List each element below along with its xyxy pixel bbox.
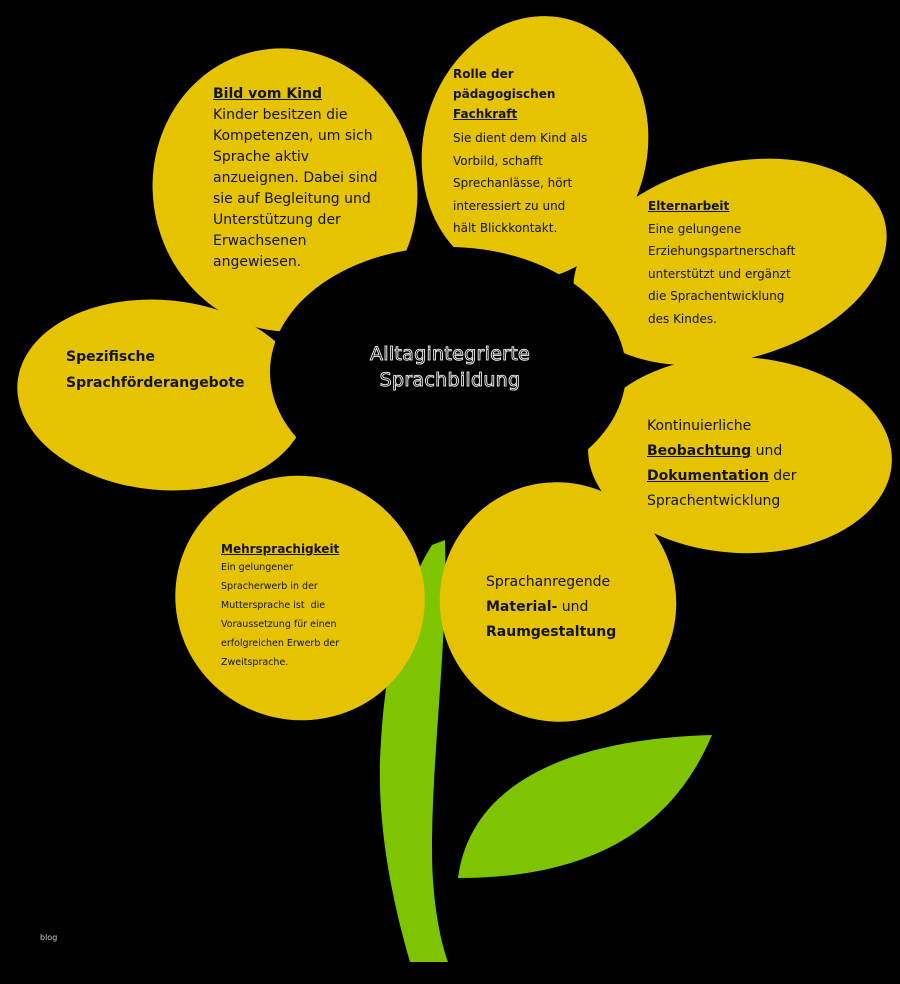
kont-beobachtung: Beobachtung — [647, 443, 752, 459]
bild-line: Kinder besitzen die — [213, 107, 348, 123]
mehr-line: Voraussetzung für einen — [221, 619, 337, 630]
mehr-line: Muttersprache ist die — [221, 600, 326, 611]
rolle-title-1: Rolle der — [453, 67, 514, 81]
bild-line: Erwachsenen — [213, 233, 307, 249]
rolle-line: interessiert zu und — [453, 198, 566, 213]
kont-line-1: Kontinuierliche — [647, 418, 752, 434]
petal-mehrsprachigkeit — [175, 475, 425, 721]
material-line-1: Sprachanregende — [486, 574, 611, 590]
petal-elternarbeit — [573, 158, 887, 366]
eltern-line: die Sprachentwicklung — [648, 289, 785, 303]
petal-spezifisch — [17, 299, 307, 491]
petal-text-bild-vom-kind: Bild vom Kind Kinder besitzen die Kompet… — [213, 84, 377, 273]
material-line-3: Raumgestaltung — [486, 624, 617, 640]
petal-text-rolle: Rolle der pädagogischen Fachkraft Sie di… — [453, 64, 587, 240]
petal-material — [439, 482, 677, 722]
kont-line-4: Sprachentwicklung — [647, 493, 781, 509]
petal-text-spezifisch: Spezifische Sprachförderangebote — [66, 344, 245, 396]
kont-der: der — [768, 468, 797, 484]
center-title-line-1: Alltagintegrierte — [369, 343, 531, 366]
rolle-line: hält Blickkontakt. — [453, 221, 558, 235]
rolle-line: Sie dient dem Kind als — [453, 131, 588, 145]
watermark: blog — [40, 933, 58, 942]
eltern-line: des Kindes. — [648, 311, 717, 326]
rolle-title-3: Fachkraft — [453, 107, 518, 121]
eltern-line: Eine gelungene — [648, 221, 742, 236]
mehr-line: Spracherwerb in der — [221, 581, 318, 592]
center-title-line-2: Sprachbildung — [379, 368, 521, 391]
kont-und: und — [751, 443, 783, 459]
flower-center — [270, 247, 626, 497]
spezifisch-line-2: Sprachförderangebote — [66, 375, 245, 391]
spezifisch-line-1: Spezifische — [66, 349, 156, 365]
bild-line: Kompetenzen, um sich — [213, 128, 373, 144]
bild-line: Unterstützung der — [213, 212, 341, 228]
rolle-line: Sprechanlässe, hört — [453, 176, 573, 190]
bild-line: anzueignen. Dabei sind — [213, 170, 378, 186]
center-title: Alltagintegrierte Sprachbildung — [300, 342, 600, 393]
bild-line: sie auf Begleitung und — [213, 191, 371, 207]
eltern-title: Elternarbeit — [648, 199, 730, 213]
mehr-line: Zweitsprache. — [221, 657, 289, 668]
material-und: und — [557, 599, 589, 615]
petal-text-kontinuierlich: Kontinuierliche Beobachtung und Dokument… — [647, 414, 797, 514]
petal-rolle — [421, 16, 649, 280]
rolle-line: Vorbild, schafft — [453, 153, 543, 168]
eltern-line: Erziehungspartnerschaft — [648, 244, 796, 258]
petal-text-elternarbeit: Elternarbeit Eine gelungene Erziehungspa… — [648, 195, 795, 330]
petal-kontinuierlich — [588, 356, 892, 554]
mehr-line: Ein gelungener — [221, 562, 293, 573]
petal-bild-vom-kind — [152, 48, 418, 332]
bild-line: Sprache aktiv — [213, 149, 310, 165]
petal-text-mehrsprachigkeit: Mehrsprachigkeit Ein gelungener Spracher… — [221, 540, 339, 672]
rolle-title-2: pädagogischen — [453, 87, 556, 101]
petal-text-material: Sprachanregende Material- und Raumgestal… — [486, 570, 616, 645]
mehr-title: Mehrsprachigkeit — [221, 542, 340, 556]
mehr-line: erfolgreichen Erwerb der — [221, 638, 340, 649]
material-bold: Material- — [486, 599, 558, 615]
bild-title: Bild vom Kind — [213, 86, 323, 102]
eltern-line: unterstützt und ergänzt — [648, 266, 791, 281]
bild-line: angewiesen. — [213, 254, 302, 270]
kont-dokumentation: Dokumentation — [647, 468, 769, 484]
leaf — [458, 735, 712, 878]
